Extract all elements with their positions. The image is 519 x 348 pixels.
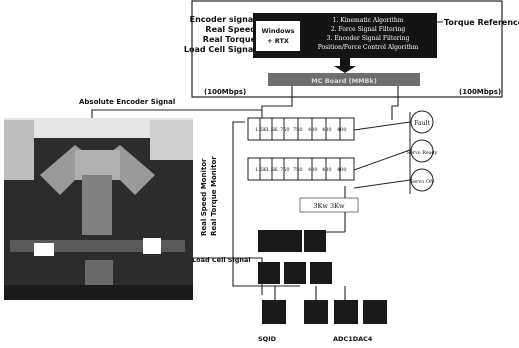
label-adc-dac: ADC1DAC4 [333,335,373,343]
label-absolute-encoder: Absolute Encoder Signal [79,98,175,106]
drive-modules [258,230,387,324]
speed-left: (100Mbps) [204,88,246,96]
pc-controller-box: Encoder signal Real Speed Real Torque Lo… [184,1,519,97]
label-real-speed: Real Speed [205,25,256,34]
label-encoder-signal: Encoder signal [190,15,257,24]
speed-right: (100Mbps) [459,88,501,96]
amp-1-7: 400 [337,127,347,133]
mc-board-label: MC Board (MMBk) [311,77,377,85]
label-sqid: SQID [258,335,277,343]
amp-2-6: 400 [322,167,332,173]
algorithm-4: Position/Force Control Algorithm [318,44,419,51]
amp-1-4: 750 [293,127,303,133]
amp-1-5: 400 [308,127,318,133]
rtx-label: + RTX [267,37,289,45]
amp-2-4: 750 [293,167,303,173]
amplifier-row-2: 1.5K 1.5K 750 750 400 400 400 [248,158,354,180]
algorithm-1: 1. Kinematic Algorithm [333,17,404,24]
servo-on-label: Servo ON [410,179,435,185]
amp-1-3: 750 [280,127,290,133]
amp-2-7: 400 [337,167,347,173]
power-label: 3Kw 3Kw [313,202,345,210]
robot-photo [4,118,193,300]
label-real-torque: Real Torque [203,35,257,44]
windows-box [256,21,300,51]
algorithm-3: 3. Encoder Signal Filtering [327,35,410,42]
label-real-torque-monitor: Real Torque Monitor [210,156,218,236]
amp-2-3: 750 [280,167,290,173]
algorithm-2: 2. Force Signal Filtering [331,26,406,33]
amp-1-2: 1.5K [266,127,278,133]
amp-2-2: 1.5K [266,167,278,173]
fault-label: Fault [414,120,430,127]
label-torque-reference: Torque Reference [444,18,519,27]
label-load-cell: Load Cell Signal [192,256,251,264]
label-real-speed-monitor: Real Speed Monitor [200,158,208,236]
status-panel: Fault Servo Ready Servo ON [354,111,438,194]
amp-2-5: 400 [308,167,318,173]
servo-ready-label: Servo Ready [407,150,438,156]
windows-label: Windows [261,27,294,35]
amplifier-row-1: 1.5K 1.5K 750 750 400 400 400 [248,118,354,140]
amp-1-6: 400 [322,127,332,133]
label-load-cell-signal: Load Cell Signal [184,45,256,54]
